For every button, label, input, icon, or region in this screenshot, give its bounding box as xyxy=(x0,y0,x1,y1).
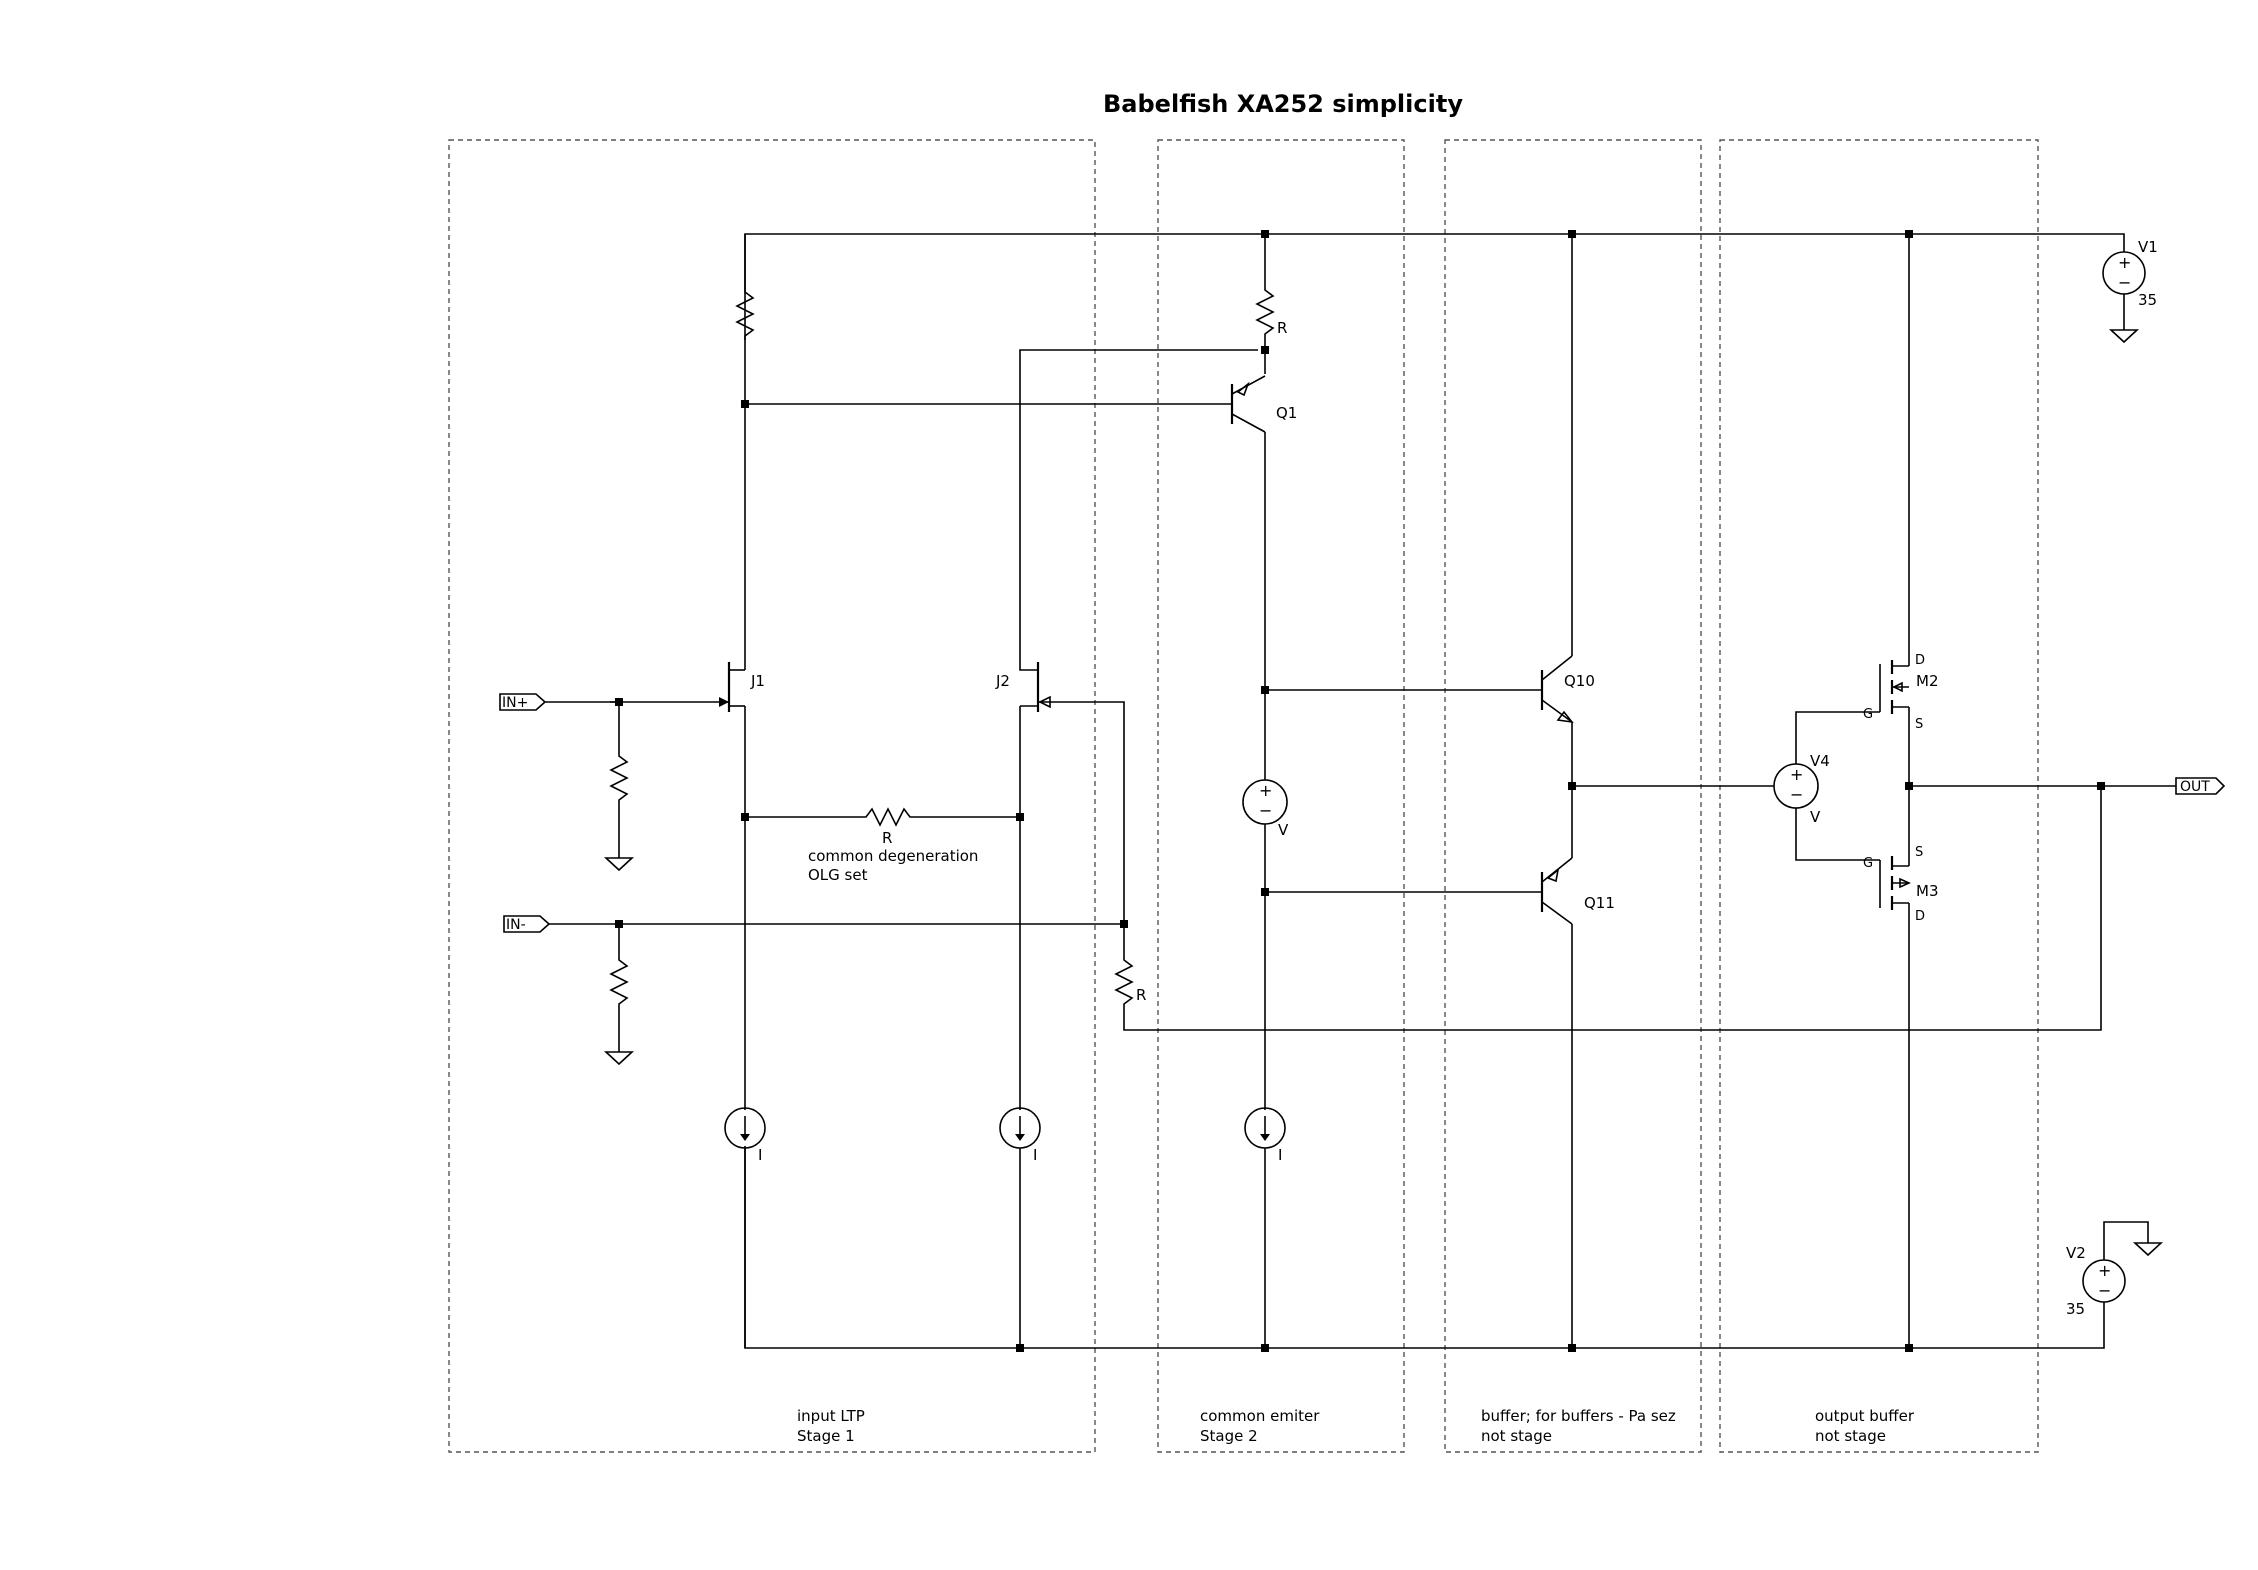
r-j1-load xyxy=(735,234,755,404)
m2-pin-d: D xyxy=(1915,653,1925,668)
block-output-label-1: output buffer xyxy=(1815,1407,1915,1425)
vbias-voltage-source: + − xyxy=(1242,779,1288,825)
svg-text:+: + xyxy=(1259,781,1272,800)
block-stage1-label-1: input LTP xyxy=(797,1407,865,1425)
q1-label: Q1 xyxy=(1276,404,1297,422)
block-stage2-label-2: Stage 2 xyxy=(1200,1427,1258,1445)
m3-pin-s: S xyxy=(1915,845,1923,860)
v2-value: 35 xyxy=(2066,1300,2085,1318)
v2-ground-icon xyxy=(2132,1242,2164,1257)
schematic-title: Babelfish XA252 simplicity xyxy=(1103,90,1463,118)
in-plus-port xyxy=(499,693,620,711)
q1-pnp-transistor xyxy=(1230,375,1266,690)
v1-value: 35 xyxy=(2138,291,2157,309)
in-minus-port xyxy=(503,915,1124,933)
r-feedback-label: R xyxy=(1136,986,1146,1004)
i1-current-source xyxy=(724,1107,766,1149)
svg-text:−: − xyxy=(2118,273,2131,292)
r-degeneration-label: R xyxy=(882,829,892,847)
q10-npn-transistor xyxy=(1540,234,1574,858)
j2-jfet xyxy=(1019,349,1258,1110)
m3-pin-d: D xyxy=(1915,909,1925,924)
j2-label: J2 xyxy=(995,672,1010,690)
q11-pnp-transistor xyxy=(1540,857,1573,1348)
q11-label: Q11 xyxy=(1584,894,1615,912)
in-plus-ground-icon xyxy=(603,857,635,872)
v4-label: V4 xyxy=(1810,752,1830,770)
block-stage2-label-1: common emiter xyxy=(1200,1407,1320,1425)
svg-text:+: + xyxy=(2098,1261,2111,1280)
block-buffer-outline xyxy=(1444,139,1702,1453)
svg-text:−: − xyxy=(1259,801,1272,820)
block-buffer-label-1: buffer; for buffers - Pa sez xyxy=(1481,1407,1676,1425)
v2-voltage-source: + − xyxy=(2082,1221,2164,1303)
v1-voltage-source: + − xyxy=(2102,251,2146,344)
in-plus-label: IN+ xyxy=(502,695,528,711)
v4-voltage-source: + − xyxy=(1773,711,1880,861)
r-q1-emitter xyxy=(1255,234,1275,374)
block-stage1-outline xyxy=(448,139,1096,1453)
v4-value: V xyxy=(1810,808,1821,826)
j1-label: J1 xyxy=(750,672,765,690)
block-output-label-2: not stage xyxy=(1815,1427,1886,1445)
m2-label: M2 xyxy=(1916,672,1939,690)
positive-rail xyxy=(744,233,2125,340)
r-feedback xyxy=(1114,786,2102,1031)
r-in-plus-ground xyxy=(603,702,635,872)
m3-label: M3 xyxy=(1916,882,1939,900)
block-stage1-label-2: Stage 1 xyxy=(797,1427,855,1445)
degeneration-note-2: OLG set xyxy=(808,866,868,884)
out-port xyxy=(2175,777,2226,795)
v1-ground-icon xyxy=(2108,329,2140,344)
i2-current-source xyxy=(999,1107,1041,1348)
r-in-minus-ground xyxy=(603,924,635,1066)
m2-mosfet xyxy=(1879,234,1910,786)
block-buffer-label-2: not stage xyxy=(1481,1427,1552,1445)
out-label: OUT xyxy=(2180,779,2210,795)
m2-pin-g: G xyxy=(1863,707,1873,722)
svg-text:−: − xyxy=(1790,785,1803,804)
m3-mosfet xyxy=(1879,786,1911,1348)
vbias-value: V xyxy=(1278,821,1289,839)
junction-dots xyxy=(615,230,2105,1352)
j1-jfet xyxy=(610,404,746,817)
i3-label: I xyxy=(1278,1146,1282,1164)
svg-text:+: + xyxy=(1790,765,1803,784)
svg-text:−: − xyxy=(2098,1281,2111,1300)
r-q1-label: R xyxy=(1277,319,1287,337)
m3-pin-g: G xyxy=(1863,856,1873,871)
v1-label: V1 xyxy=(2138,238,2158,256)
i2-label: I xyxy=(1033,1146,1037,1164)
q10-label: Q10 xyxy=(1564,672,1595,690)
in-minus-ground-icon xyxy=(603,1051,635,1066)
degeneration-note-1: common degeneration xyxy=(808,847,978,865)
i1-label: I xyxy=(758,1146,762,1164)
block-stage2-outline xyxy=(1157,139,1405,1453)
in-minus-label: IN- xyxy=(506,917,526,933)
r-degeneration xyxy=(745,807,1020,827)
i3-current-source xyxy=(1244,1107,1286,1348)
m2-pin-s: S xyxy=(1915,717,1923,732)
v2-label: V2 xyxy=(2066,1244,2086,1262)
negative-rail xyxy=(744,1146,2105,1349)
block-output-outline xyxy=(1719,139,2039,1453)
svg-text:+: + xyxy=(2118,253,2131,272)
